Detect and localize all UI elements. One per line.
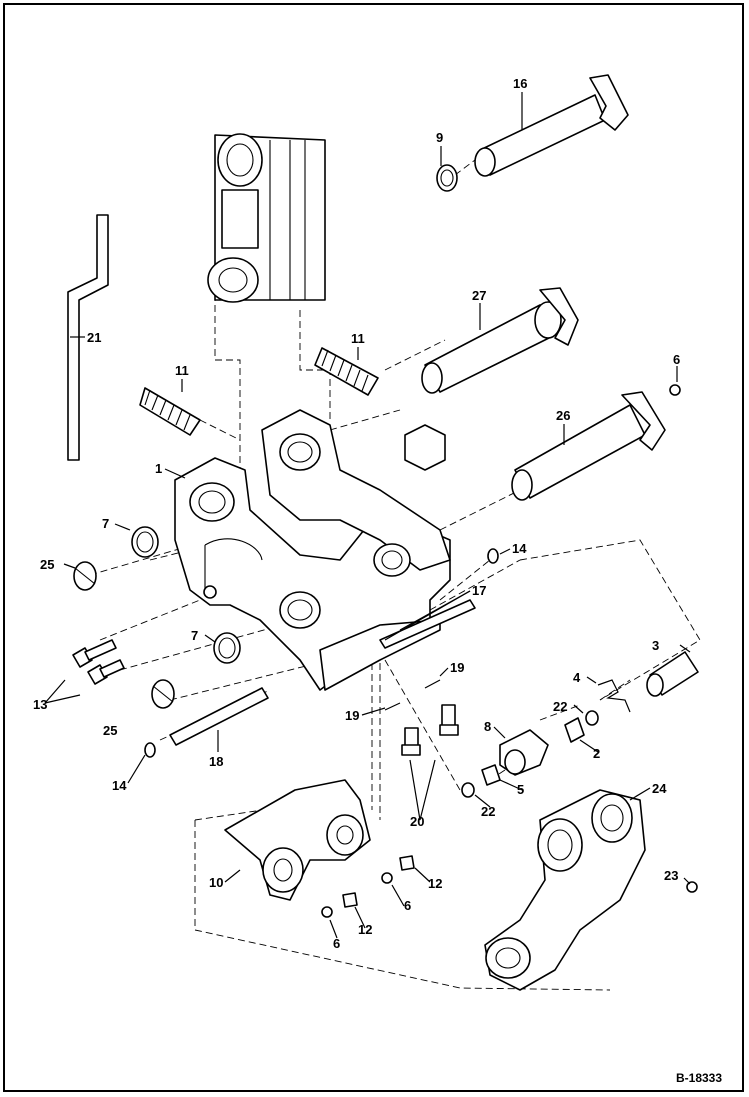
callout-23: 23 bbox=[664, 868, 678, 883]
part-9-ring bbox=[436, 164, 458, 192]
callout-19-upper: 19 bbox=[450, 660, 464, 675]
part-10-bracket bbox=[224, 779, 371, 901]
callout-3: 3 bbox=[652, 638, 659, 653]
part-20-bolts bbox=[401, 704, 459, 756]
part-7-ring-lower bbox=[213, 632, 241, 664]
part-11-spring-left bbox=[139, 387, 201, 436]
callout-21: 21 bbox=[87, 330, 101, 345]
part-7-ring-upper bbox=[131, 526, 159, 558]
part-6-screw-middle bbox=[381, 872, 393, 884]
callout-19-lower: 19 bbox=[345, 708, 359, 723]
leader-lines bbox=[44, 92, 691, 939]
part-27-pin bbox=[421, 287, 579, 394]
part-12-screw-lower bbox=[342, 892, 358, 908]
callout-16: 16 bbox=[513, 76, 527, 91]
callout-20: 20 bbox=[410, 814, 424, 829]
callout-27: 27 bbox=[472, 288, 486, 303]
part-21-rod bbox=[67, 214, 109, 461]
callout-7-lower: 7 bbox=[191, 628, 198, 643]
part-6-screw-lower bbox=[321, 906, 333, 918]
callout-2: 2 bbox=[593, 746, 600, 761]
part-25-clip-upper bbox=[73, 561, 97, 591]
callout-labels: 1 2 3 4 5 6 6 6 7 7 8 9 10 11 11 12 12 1… bbox=[33, 76, 680, 951]
callout-12-lower: 12 bbox=[358, 922, 372, 937]
part-4-spring bbox=[597, 679, 631, 713]
part-2-bushing bbox=[564, 717, 585, 743]
diagram-border bbox=[3, 3, 744, 1092]
callout-14-left: 14 bbox=[112, 778, 127, 793]
callout-26: 26 bbox=[556, 408, 570, 423]
part-8-latch bbox=[499, 729, 549, 776]
callout-17: 17 bbox=[472, 583, 486, 598]
part-25-clip-lower bbox=[151, 679, 175, 709]
part-12-screw-upper bbox=[399, 855, 415, 871]
callout-25-upper: 25 bbox=[40, 557, 54, 572]
callout-6-middle: 6 bbox=[404, 898, 411, 913]
callout-13: 13 bbox=[33, 697, 47, 712]
part-14-ring-left bbox=[144, 742, 156, 758]
callout-4: 4 bbox=[573, 670, 581, 685]
part-14-ring-right bbox=[487, 548, 499, 564]
part-11-spring-right bbox=[314, 347, 379, 396]
callout-7-upper: 7 bbox=[102, 516, 109, 531]
part-23-screw bbox=[686, 881, 698, 893]
part-3-bushing bbox=[646, 651, 699, 697]
callout-11-left: 11 bbox=[175, 363, 189, 378]
callout-25-lower: 25 bbox=[103, 723, 117, 738]
callout-18: 18 bbox=[209, 754, 223, 769]
part-6-screw-top bbox=[669, 384, 681, 396]
part-18-pin bbox=[169, 687, 269, 746]
callout-6-top: 6 bbox=[673, 352, 680, 367]
callout-8: 8 bbox=[484, 719, 491, 734]
part-22-washer-lower bbox=[461, 782, 475, 798]
callout-24: 24 bbox=[652, 781, 667, 796]
callout-12-upper: 12 bbox=[428, 876, 442, 891]
part-22-washer-upper bbox=[585, 710, 599, 726]
callout-9: 9 bbox=[436, 130, 443, 145]
callout-1: 1 bbox=[155, 461, 162, 476]
part-5-bushing bbox=[481, 764, 501, 786]
figure-reference-id: B-18333 bbox=[676, 1071, 722, 1085]
part-16-pin bbox=[474, 74, 629, 177]
callout-22-upper: 22 bbox=[553, 699, 567, 714]
callout-22-lower: 22 bbox=[481, 804, 495, 819]
part-17-bar bbox=[379, 599, 476, 649]
part-13-bolts bbox=[72, 639, 125, 685]
callout-14-right: 14 bbox=[512, 541, 527, 556]
part-1-coupler-body bbox=[174, 409, 451, 691]
callout-10: 10 bbox=[209, 875, 223, 890]
part-19-pin-lower bbox=[384, 702, 401, 711]
part-26-pin bbox=[511, 391, 666, 501]
part-19-pin-upper bbox=[424, 679, 441, 689]
part-15-block bbox=[404, 424, 446, 471]
callout-5: 5 bbox=[517, 782, 524, 797]
callout-6-lower: 6 bbox=[333, 936, 340, 951]
callout-11-right: 11 bbox=[351, 331, 365, 346]
boom-arm bbox=[207, 133, 326, 303]
part-24-hook bbox=[484, 789, 646, 991]
